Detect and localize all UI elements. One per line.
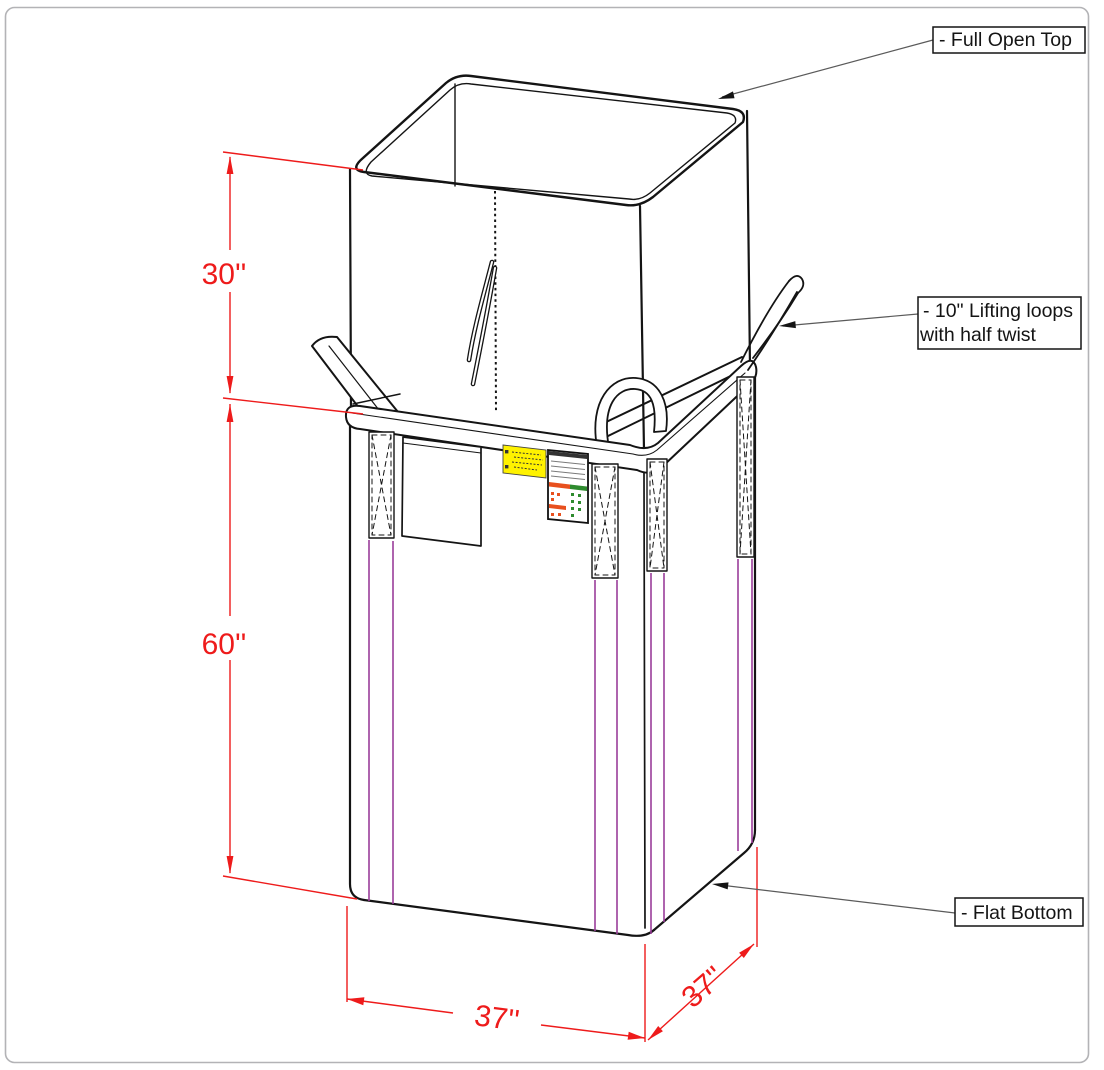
leader-lifting-loops [782,313,919,327]
bag-bottom-right-edge [652,828,757,932]
dim-extension-line [222,151,364,171]
liner-stitch-seam [494,190,497,413]
dimension-lines [222,151,758,1042]
dim-37-width-line [346,998,454,1014]
safety-label-green-marks [570,484,587,517]
liner-open-top [348,74,752,452]
leader-flat-bottom [715,883,956,914]
warning-label-background [502,444,547,479]
dimension-arrowheads [226,156,754,1040]
dim-label-60: 60'' [202,628,247,661]
corner-patch-front-left [591,463,619,579]
dim-label-37-width: 37'' [472,999,521,1038]
callout-leaders [715,39,956,914]
callout-flat-bottom: - Flat Bottom [961,902,1073,924]
bag-front-corner-edge [643,471,646,929]
liner-tie-cord [466,259,498,387]
callout-texts: - Full Open Top - 10" Lifting loops with… [919,29,1073,924]
warning-label [502,444,547,479]
page-frame [4,6,1090,1064]
lifting-loop-right-twisted [740,275,805,371]
callout-box-lifting-loops [917,296,1082,350]
dim-label-37-depth: 37'' [676,960,731,1014]
dim-extension-line [222,397,364,415]
dim-extension-line [222,875,358,900]
liner-top-rim-inner [365,82,737,201]
dim-37-depth-line [647,943,755,1041]
callout-boxes [917,26,1086,927]
corner-patches [368,376,755,579]
lifting-loop-front-arch [594,377,668,449]
corner-patch-left [368,431,395,539]
warning-label-icon [505,465,509,469]
bag-bottom-front-edge [362,898,656,937]
callout-box-full-open-top [932,26,1086,54]
callout-lifting-loops-line1: - 10" Lifting loops [923,300,1073,322]
safety-label-header [549,451,587,459]
liner-right-edge [745,109,752,370]
warning-label-text-scribble [511,451,544,471]
bag-body [348,368,757,937]
bag-left-edge [348,410,366,902]
leader-arrowheads [712,91,796,890]
bag-rim-back-sliver [352,393,401,405]
leader-full-open-top [721,39,934,98]
lifting-loop-left [311,335,399,430]
safety-label [547,449,589,524]
document-pouch [401,436,482,547]
dim-label-30: 30'' [202,258,247,291]
callout-full-open-top: - Full Open Top [939,29,1072,51]
safety-label-orange-marks [549,482,570,516]
warning-label-icon [505,450,509,454]
liner-top-rim-outer [355,74,746,207]
lifting-loop-strap-draped [601,356,748,438]
callout-box-flat-bottom [954,897,1084,927]
callout-lifting-loops-line2: with half twist [919,324,1037,346]
safety-label-text-lines [550,460,586,480]
vertical-seam-lines [368,540,753,934]
liner-front-edge [638,204,646,452]
corner-patch-front-right [646,458,668,572]
corner-patch-right [736,376,755,558]
